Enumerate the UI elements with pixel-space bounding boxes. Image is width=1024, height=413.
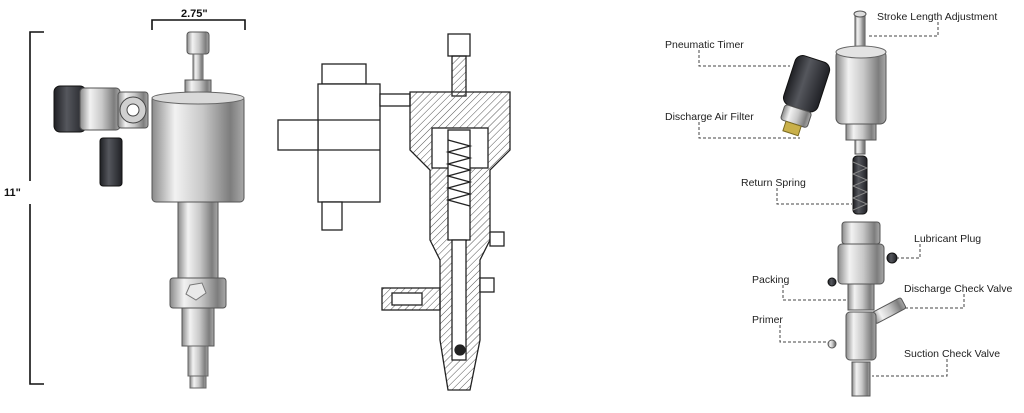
width-dimension-line — [151, 19, 246, 30]
callout-leaders — [698, 22, 965, 377]
callout-return-spring: Return Spring — [741, 177, 806, 189]
height-dimension-line — [29, 31, 44, 385]
pump-cross-section — [277, 33, 511, 391]
callout-packing: Packing — [752, 274, 790, 286]
callout-discharge-air-filter: Discharge Air Filter — [665, 111, 754, 123]
callout-pneumatic-timer: Pneumatic Timer — [665, 39, 744, 51]
callout-primer: Primer — [752, 314, 783, 326]
callout-lubricant-plug: Lubricant Plug — [914, 233, 982, 245]
callout-stroke-length-adjustment: Stroke Length Adjustment — [877, 11, 998, 23]
pump-photo — [53, 31, 245, 389]
callout-discharge-check-valve: Discharge Check Valve — [904, 283, 1013, 295]
height-dimension-label: 11" — [4, 187, 21, 199]
width-dimension-label: 2.75" — [181, 8, 208, 20]
callout-suction-check-valve: Suction Check Valve — [904, 348, 1001, 360]
exploded-view — [780, 10, 907, 397]
